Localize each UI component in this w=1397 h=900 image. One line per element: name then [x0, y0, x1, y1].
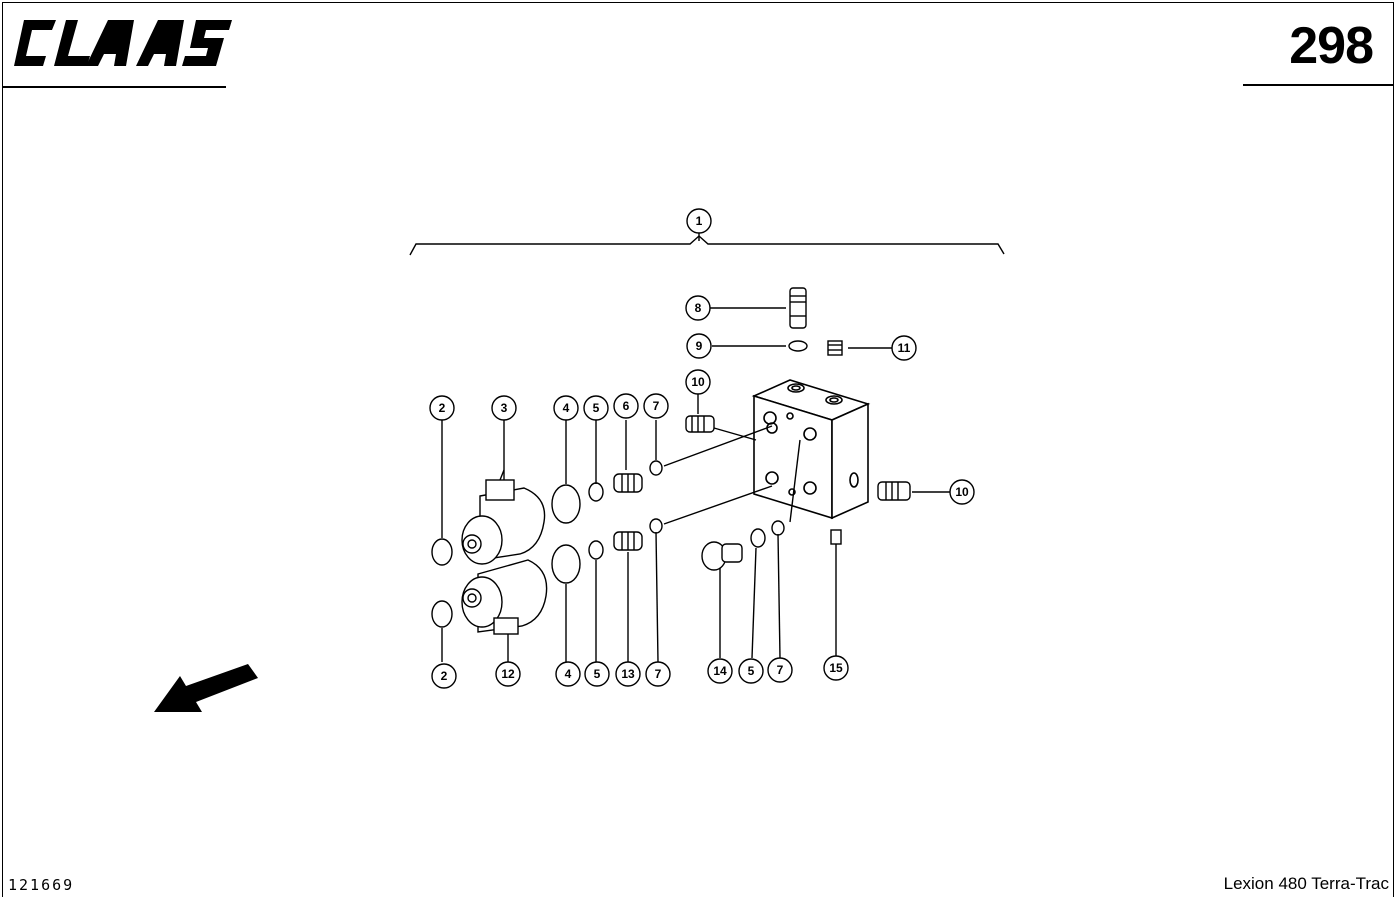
callout-5-right: 5	[738, 658, 764, 684]
seal-4-upper	[551, 484, 581, 524]
page-number: 298	[1289, 17, 1374, 75]
svg-text:13: 13	[621, 667, 635, 681]
svg-text:3: 3	[501, 401, 508, 415]
ring-5-lower	[588, 540, 604, 560]
svg-text:4: 4	[565, 667, 572, 681]
callout-13: 13	[615, 661, 641, 687]
ring-5-upper	[588, 482, 604, 502]
direction-arrow	[154, 664, 258, 712]
svg-text:10: 10	[955, 485, 969, 499]
model-name: Lexion 480 Terra-Trac	[1223, 874, 1389, 893]
page-number-underline	[1243, 84, 1393, 86]
callout-12: 12	[495, 661, 521, 687]
svg-text:1: 1	[696, 214, 703, 228]
svg-text:6: 6	[623, 399, 630, 413]
callout-5-lower: 5	[584, 661, 610, 687]
svg-text:4: 4	[563, 401, 570, 415]
callout-4-upper: 4	[553, 395, 579, 421]
callout-11: 11	[891, 335, 917, 361]
svg-text:2: 2	[439, 401, 446, 415]
plug-14	[701, 541, 743, 571]
claas-logo	[14, 20, 232, 66]
o-ring-2-upper	[431, 538, 453, 566]
o-ring-9	[788, 340, 808, 352]
plug-15	[830, 529, 842, 545]
solenoid-coil-12	[461, 559, 548, 635]
cartridge-6	[613, 473, 643, 493]
svg-text:12: 12	[501, 667, 515, 681]
seal-4-lower	[551, 544, 581, 584]
ring-7-lower	[649, 518, 663, 534]
fitting-10-right	[877, 481, 911, 501]
callout-1: 1	[686, 208, 712, 234]
callout-3: 3	[491, 395, 517, 421]
svg-text:2: 2	[441, 669, 448, 683]
fitting-10-left	[685, 415, 715, 433]
ring-7-upper	[649, 460, 663, 476]
valve-block	[751, 379, 871, 520]
svg-text:15: 15	[829, 661, 843, 675]
callout-8: 8	[685, 295, 711, 321]
svg-text:10: 10	[691, 375, 705, 389]
assembly-bracket	[409, 235, 1005, 256]
svg-text:5: 5	[748, 664, 755, 678]
callout-7-right: 7	[767, 657, 793, 683]
cartridge-13	[613, 531, 643, 551]
callout-7-upper: 7	[643, 393, 669, 419]
callout-2-upper: 2	[429, 395, 455, 421]
callout-6: 6	[613, 393, 639, 419]
callout-2-lower: 2	[431, 663, 457, 689]
svg-text:5: 5	[593, 401, 600, 415]
callout-10-left: 10	[685, 369, 711, 395]
svg-text:5: 5	[594, 667, 601, 681]
svg-text:7: 7	[777, 663, 784, 677]
plug-11	[827, 340, 843, 356]
callout-5-upper: 5	[583, 395, 609, 421]
o-ring-2-lower	[431, 600, 453, 628]
callout-7-lower: 7	[645, 661, 671, 687]
svg-text:14: 14	[713, 664, 727, 678]
svg-text:11: 11	[898, 341, 911, 355]
callout-14: 14	[707, 658, 733, 684]
logo-underline	[2, 86, 226, 88]
ring-5-right	[750, 528, 766, 548]
callout-4-lower: 4	[555, 661, 581, 687]
svg-text:7: 7	[655, 667, 662, 681]
ring-7-right	[771, 520, 785, 536]
solenoid-coil-3	[461, 469, 546, 565]
svg-text:9: 9	[696, 339, 703, 353]
fitting-8	[789, 287, 807, 329]
callout-9: 9	[686, 333, 712, 359]
callout-10-right: 10	[949, 479, 975, 505]
callout-15: 15	[823, 655, 849, 681]
svg-text:8: 8	[695, 301, 702, 315]
drawing-number: 121669	[8, 876, 75, 894]
svg-text:7: 7	[653, 399, 660, 413]
